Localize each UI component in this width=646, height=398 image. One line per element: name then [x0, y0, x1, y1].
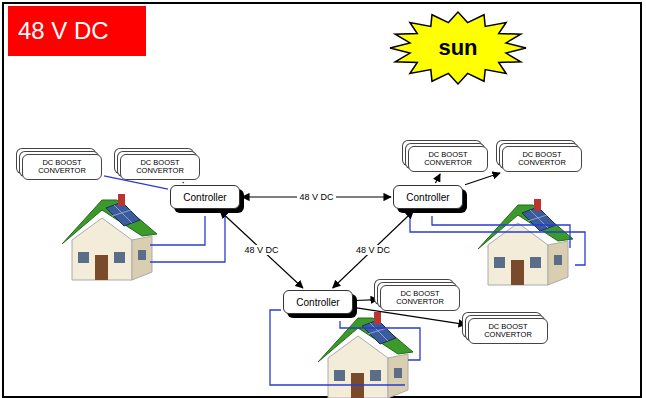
connector [333, 211, 414, 288]
node-text: DC BOOST CONVERTOR [385, 290, 455, 307]
sun-shape: sun [388, 10, 528, 86]
node-text: DC BOOST CONVERTOR [507, 151, 577, 168]
frame [3, 3, 641, 397]
converter-box: DC BOOST CONVERTOR [380, 285, 460, 311]
title-box: 48 V DC [8, 6, 146, 56]
node-text: sun [438, 35, 477, 61]
connector [183, 182, 185, 183]
connector [355, 299, 378, 301]
edge-label: 48 V DC [297, 192, 335, 202]
edge-label: 48 V DC [242, 245, 280, 255]
house-wire [150, 216, 585, 385]
connector [435, 174, 440, 183]
house [478, 199, 573, 285]
controller-box: Controller [170, 185, 240, 209]
node-text: DC BOOST CONVERTOR [125, 159, 195, 176]
converter-box: DC BOOST CONVERTOR [120, 154, 200, 180]
node-text: DC BOOST CONVERTOR [473, 323, 543, 340]
connector [220, 211, 303, 288]
controller-box: Controller [283, 290, 353, 314]
house [62, 194, 157, 280]
node-text: Controller [406, 192, 449, 203]
edge-label: 48 V DC [354, 245, 392, 255]
converter-box: DC BOOST CONVERTOR [468, 318, 548, 344]
node-text: DC BOOST CONVERTOR [27, 159, 97, 176]
controller-box: Controller [393, 185, 463, 209]
node-text: Controller [183, 192, 226, 203]
connector [465, 173, 500, 185]
converter-box: DC BOOST CONVERTOR [502, 146, 582, 172]
node-text: 48 V DC [18, 17, 109, 45]
node-text: Controller [296, 297, 339, 308]
converter-box: DC BOOST CONVERTOR [408, 146, 488, 172]
converter-box: DC BOOST CONVERTOR [22, 154, 102, 180]
node-text: DC BOOST CONVERTOR [413, 151, 483, 168]
